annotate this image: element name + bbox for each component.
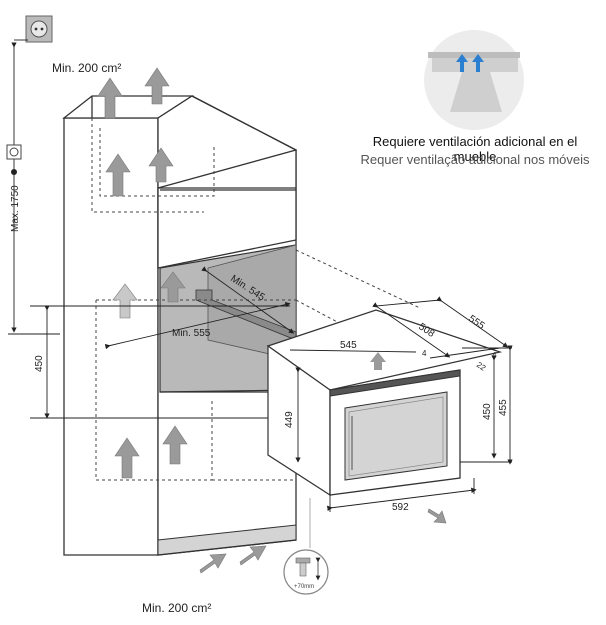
foot-note-label: +70mm xyxy=(294,584,314,590)
d-450-right-label: 450 xyxy=(482,403,493,420)
wine-cooler-appliance xyxy=(266,309,503,497)
max-height-label: Max. 1750 xyxy=(10,185,21,232)
min-555-label: Min. 555 xyxy=(172,328,211,339)
min-bottom-label: Min. 200 cm² xyxy=(142,601,211,615)
airflow-arrows xyxy=(97,67,447,574)
d-545-label: 545 xyxy=(340,340,357,351)
d-449-label: 449 xyxy=(284,411,295,428)
adjustable-foot-icon: +70mm xyxy=(283,549,329,595)
d-4b-label: 4 xyxy=(492,351,497,360)
airflow-arrow-icon xyxy=(456,54,484,72)
caption-portuguese: Requer ventilação adicional nos móveis xyxy=(360,152,590,167)
caption-spanish: Requiere ventilación adicional en el mue… xyxy=(372,134,578,164)
d-4a-label: 4 xyxy=(422,349,427,358)
d-455-label: 455 xyxy=(498,399,509,416)
power-socket-icon xyxy=(25,15,53,43)
cabinet-tower xyxy=(62,95,297,556)
d-592-label: 592 xyxy=(392,502,409,513)
min-top-label: Min. 200 cm² xyxy=(52,61,121,75)
left-450-label: 450 xyxy=(34,355,45,372)
d-555-label: 555 xyxy=(466,313,486,332)
socket-marker-icon xyxy=(6,144,22,175)
ventilation-inset xyxy=(424,30,524,130)
d-22-label: 22 xyxy=(475,360,488,373)
